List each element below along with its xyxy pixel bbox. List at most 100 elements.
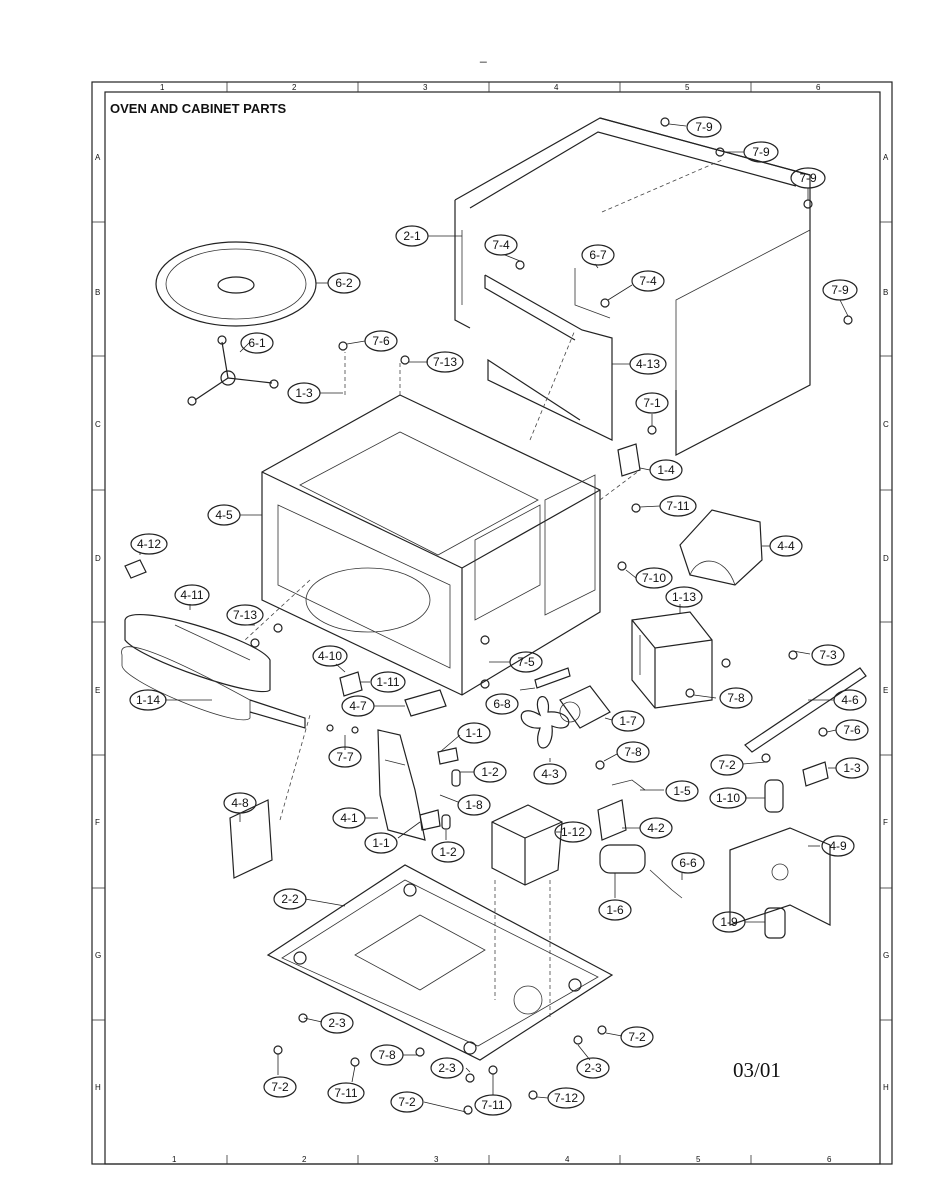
callout-1-7[interactable]: 1-7 xyxy=(611,710,645,732)
callout-2-3-c[interactable]: 2-3 xyxy=(576,1057,610,1079)
callout-4-7[interactable]: 4-7 xyxy=(341,695,375,717)
fan-blade xyxy=(520,696,570,749)
grid-row-a-right: A xyxy=(883,153,889,162)
callout-7-5[interactable]: 7-5 xyxy=(509,651,543,673)
callout-6-6[interactable]: 6-6 xyxy=(671,852,705,874)
grid-row-a: A xyxy=(95,153,101,162)
grid-row-c-right: C xyxy=(883,420,889,429)
callout-1-2-b[interactable]: 1-2 xyxy=(431,841,465,863)
callout-4-10[interactable]: 4-10 xyxy=(312,645,348,667)
callout-4-9[interactable]: 4-9 xyxy=(821,835,855,857)
callout-4-6[interactable]: 4-6 xyxy=(833,689,867,711)
rear-air-duct xyxy=(484,268,613,441)
grid-col-1: 1 xyxy=(160,83,165,92)
callout-7-10[interactable]: 7-10 xyxy=(635,567,673,589)
callout-7-9-a[interactable]: 7-9 xyxy=(686,116,722,138)
callout-1-3-a[interactable]: 1-3 xyxy=(287,382,321,404)
callout-1-13[interactable]: 1-13 xyxy=(665,586,703,608)
fan-duct xyxy=(679,509,763,586)
callout-7-13-a[interactable]: 7-13 xyxy=(426,351,464,373)
callout-1-10[interactable]: 1-10 xyxy=(709,787,747,809)
grid-row-labels-right: A B C D E F G H xyxy=(883,153,889,1092)
callout-label: 7-8 xyxy=(727,691,745,705)
callout-6-2[interactable]: 6-2 xyxy=(327,272,361,294)
grid-row-f: F xyxy=(95,818,100,827)
callout-label: 7-6 xyxy=(843,723,861,737)
callout-1-3-b[interactable]: 1-3 xyxy=(835,757,869,779)
callout-6-7[interactable]: 6-7 xyxy=(581,244,615,266)
grid-col-5-bottom: 5 xyxy=(696,1155,701,1164)
callout-2-3-b[interactable]: 2-3 xyxy=(430,1057,464,1079)
callout-7-11-b[interactable]: 7-11 xyxy=(327,1082,365,1104)
turntable-tray xyxy=(155,241,317,327)
callout-7-8-b[interactable]: 7-8 xyxy=(616,741,650,763)
callout-label: 6-7 xyxy=(589,248,607,262)
callout-7-12[interactable]: 7-12 xyxy=(547,1087,585,1109)
callout-4-8[interactable]: 4-8 xyxy=(223,792,257,814)
grid-col-5: 5 xyxy=(685,83,690,92)
callout-label: 1-2 xyxy=(439,845,457,859)
callout-7-8-c[interactable]: 7-8 xyxy=(370,1044,404,1066)
callout-7-9-d[interactable]: 7-9 xyxy=(822,279,858,301)
callout-7-2-b[interactable]: 7-2 xyxy=(620,1026,654,1048)
grid-col-6: 6 xyxy=(816,83,821,92)
drawing-frame xyxy=(91,81,893,1165)
callout-7-9-c[interactable]: 7-9 xyxy=(790,167,826,189)
callout-4-1[interactable]: 4-1 xyxy=(332,807,366,829)
outer-cabinet xyxy=(454,117,811,456)
callout-7-11-a[interactable]: 7-11 xyxy=(659,495,697,517)
callout-7-3[interactable]: 7-3 xyxy=(811,644,845,666)
callout-label: 4-5 xyxy=(215,508,233,522)
callout-7-6-a[interactable]: 7-6 xyxy=(364,330,398,352)
callout-4-12[interactable]: 4-12 xyxy=(130,533,168,555)
callout-label: 7-13 xyxy=(233,608,257,622)
callout-7-2-d[interactable]: 7-2 xyxy=(390,1091,424,1113)
callout-1-1-a[interactable]: 1-1 xyxy=(457,722,491,744)
assembly-lines xyxy=(244,159,723,1020)
grid-col-4-bottom: 4 xyxy=(565,1155,570,1164)
callout-1-2-a[interactable]: 1-2 xyxy=(473,761,507,783)
callout-label: 7-9 xyxy=(695,120,713,134)
hv-capacitor xyxy=(599,844,646,874)
callout-4-11[interactable]: 4-11 xyxy=(174,584,210,606)
callout-7-11-c[interactable]: 7-11 xyxy=(474,1094,512,1116)
callout-6-8[interactable]: 6-8 xyxy=(485,693,519,715)
callout-label: 1-3 xyxy=(295,386,313,400)
callout-1-9[interactable]: 1-9 xyxy=(712,911,746,933)
callout-label: 7-9 xyxy=(752,145,770,159)
callout-2-3-a[interactable]: 2-3 xyxy=(320,1012,354,1034)
callout-1-4[interactable]: 1-4 xyxy=(649,459,683,481)
callout-4-3[interactable]: 4-3 xyxy=(533,763,567,785)
callout-7-2-c[interactable]: 7-2 xyxy=(263,1076,297,1098)
callout-7-9-b[interactable]: 7-9 xyxy=(743,141,779,163)
callout-4-5[interactable]: 4-5 xyxy=(207,504,241,526)
callout-7-8-a[interactable]: 7-8 xyxy=(719,687,753,709)
callout-label: 7-2 xyxy=(398,1095,416,1109)
hv-transformer xyxy=(491,804,563,886)
callout-4-2[interactable]: 4-2 xyxy=(639,817,673,839)
callout-7-4-a[interactable]: 7-4 xyxy=(484,234,518,256)
callout-7-1[interactable]: 7-1 xyxy=(635,392,669,414)
callout-1-14[interactable]: 1-14 xyxy=(129,689,167,711)
callout-1-1-b[interactable]: 1-1 xyxy=(364,832,398,854)
callout-2-2[interactable]: 2-2 xyxy=(273,888,307,910)
callout-label: 4-6 xyxy=(841,693,859,707)
callout-7-2-a[interactable]: 7-2 xyxy=(710,754,744,776)
callout-label: 7-5 xyxy=(517,655,535,669)
grill-heater xyxy=(121,614,306,729)
callout-7-13-b[interactable]: 7-13 xyxy=(226,604,264,626)
callout-1-6[interactable]: 1-6 xyxy=(598,899,632,921)
callout-6-1[interactable]: 6-1 xyxy=(240,332,274,354)
callout-7-7[interactable]: 7-7 xyxy=(328,746,362,768)
callout-1-8[interactable]: 1-8 xyxy=(457,794,491,816)
callout-4-4[interactable]: 4-4 xyxy=(769,535,803,557)
callout-label: 4-8 xyxy=(231,796,249,810)
callout-7-6-b[interactable]: 7-6 xyxy=(835,719,869,741)
callout-1-11[interactable]: 1-11 xyxy=(370,671,406,693)
callout-7-4-b[interactable]: 7-4 xyxy=(631,270,665,292)
callout-4-13[interactable]: 4-13 xyxy=(629,353,667,375)
callout-1-12[interactable]: 1-12 xyxy=(554,821,592,843)
callout-label: 1-1 xyxy=(465,726,483,740)
callout-1-5[interactable]: 1-5 xyxy=(665,780,699,802)
callout-2-1[interactable]: 2-1 xyxy=(395,225,429,247)
